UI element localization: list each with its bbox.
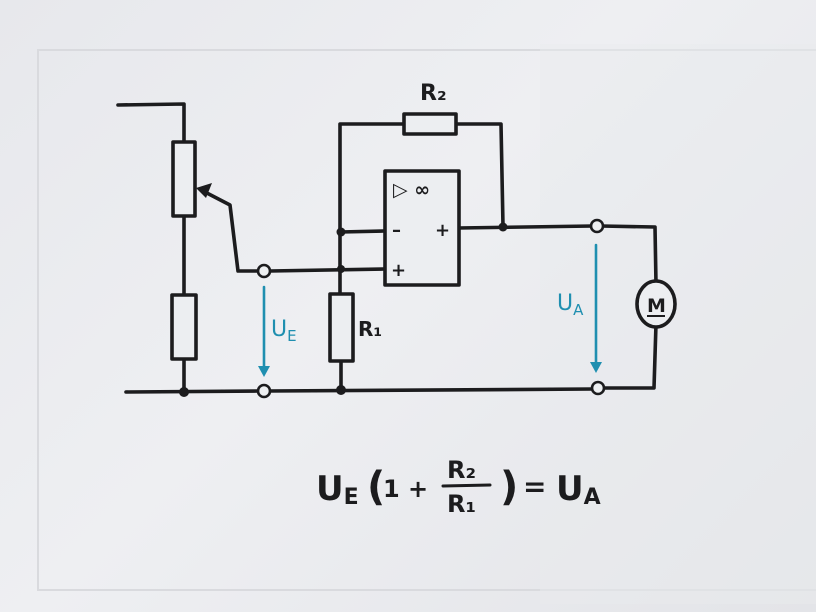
motor-label: M xyxy=(647,295,666,317)
equation-lhs-main: U xyxy=(316,469,344,509)
equation-rhs-sub: A xyxy=(584,485,601,510)
input-terminal-top xyxy=(256,263,272,279)
circuit-wires xyxy=(116,102,658,394)
input-voltage-sub: E xyxy=(287,327,296,345)
paper-edge xyxy=(37,49,816,591)
equation-rhs: UA xyxy=(556,469,601,510)
op-amp-symbol: ▷ ∞ xyxy=(393,179,430,201)
equation-lhs-sub: E xyxy=(344,485,359,510)
r2-label: R₂ xyxy=(420,81,447,106)
node-ground-r1 xyxy=(336,385,346,395)
gain-equation: UE ( 1 + R₂ R₁ ) = UA xyxy=(316,456,601,518)
node-ground-left xyxy=(179,387,189,397)
input-voltage-main: U xyxy=(271,317,287,342)
output-sign: + xyxy=(435,220,450,241)
r1-label: R₁ xyxy=(358,317,382,341)
output-voltage-main: U xyxy=(557,291,573,316)
motor-top-wire xyxy=(599,224,658,286)
node-noninverting xyxy=(337,265,345,273)
equation-denominator: R₁ xyxy=(447,490,476,518)
potentiometer xyxy=(171,140,197,218)
motor-bottom-wire xyxy=(602,322,658,390)
node-inverting xyxy=(336,227,346,237)
equation-lhs: UE xyxy=(316,469,359,510)
node-output xyxy=(498,222,508,232)
divider-resistor xyxy=(170,293,198,361)
equation-one-plus: 1 + xyxy=(383,475,428,503)
input-voltage-label: UE xyxy=(271,317,297,345)
motor xyxy=(635,279,677,329)
output-terminal-top xyxy=(589,218,605,234)
equation-open-paren: ( xyxy=(367,464,385,510)
potentiometer-wiper-icon xyxy=(196,183,212,198)
input-voltage-arrow xyxy=(258,285,270,377)
equation-numerator: R₂ xyxy=(447,456,476,484)
feedback-right-wire xyxy=(454,122,505,228)
supply-wire xyxy=(116,102,186,145)
op-amp xyxy=(383,169,461,287)
equation-rhs-main: U xyxy=(556,469,584,509)
inverting-wire xyxy=(338,229,386,234)
feedback-left-wire xyxy=(338,122,407,296)
output-wire xyxy=(456,224,595,230)
resistor-r2 xyxy=(402,112,458,136)
noninverting-wire xyxy=(268,267,386,273)
resistor-r1 xyxy=(328,292,355,363)
equation-close-paren: ) xyxy=(500,464,518,510)
fraction-bar xyxy=(441,483,492,488)
ground-rail-left xyxy=(124,389,260,394)
noninverting-input-sign: + xyxy=(391,260,406,281)
equation-equals: = xyxy=(523,470,546,503)
wiper-wire xyxy=(201,189,264,273)
input-terminal-bottom xyxy=(256,383,272,399)
inverting-input-sign: – xyxy=(392,220,401,241)
paper-shade xyxy=(540,44,816,604)
output-voltage-label: UA xyxy=(557,291,584,319)
output-voltage-sub: A xyxy=(573,301,584,319)
output-terminal-bottom xyxy=(590,380,606,396)
output-voltage-arrow xyxy=(590,243,602,373)
ground-rail-right xyxy=(266,387,596,393)
